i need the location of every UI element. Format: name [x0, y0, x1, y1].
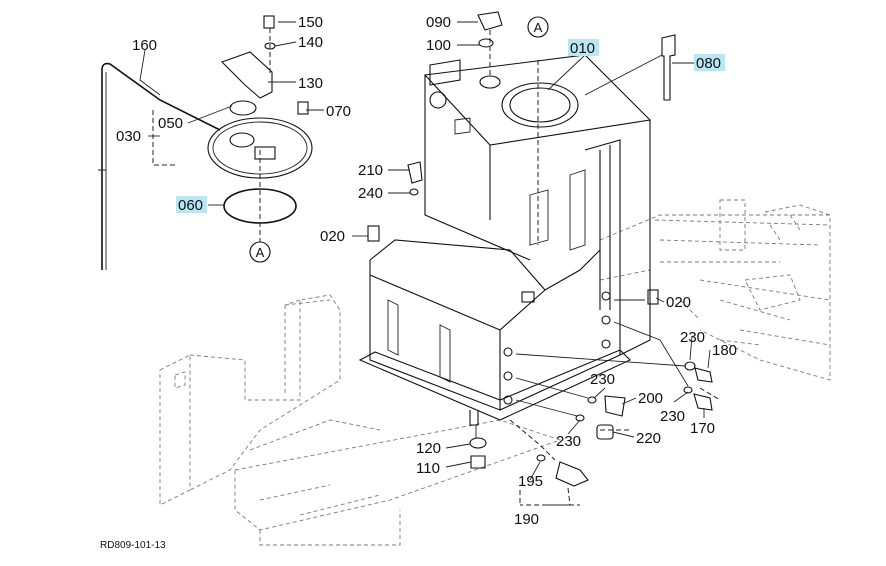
part-label-050[interactable]: 050 — [158, 115, 183, 132]
highlight-010 — [568, 39, 599, 56]
part-label-180[interactable]: 180 — [712, 342, 737, 359]
ref-marker-left: A — [249, 241, 271, 263]
part-label-020-upper[interactable]: 020 — [320, 228, 345, 245]
part-label-100[interactable]: 100 — [426, 37, 451, 54]
hydraulic-tank — [358, 54, 652, 426]
part-label-130[interactable]: 130 — [298, 75, 323, 92]
highlight-060 — [176, 196, 207, 213]
filler-cap-parts — [477, 11, 539, 245]
callout-leaders — [139, 21, 711, 506]
part-label-195[interactable]: 195 — [518, 473, 543, 490]
tank-cover-assembly — [98, 15, 313, 270]
part-label-240[interactable]: 240 — [358, 185, 383, 202]
part-label-010[interactable]: 010 — [570, 40, 595, 57]
level-gauge — [584, 34, 676, 101]
frame-right-background — [599, 199, 831, 381]
ref-marker-left-label: A — [256, 245, 265, 260]
part-label-090[interactable]: 090 — [426, 14, 451, 31]
part-label-150[interactable]: 150 — [298, 14, 323, 31]
part-label-230-b[interactable]: 230 — [590, 371, 615, 388]
part-label-060[interactable]: 060 — [178, 197, 203, 214]
part-label-110[interactable]: 110 — [416, 460, 440, 477]
part-label-220[interactable]: 220 — [636, 430, 661, 447]
part-label-120[interactable]: 120 — [416, 440, 441, 457]
part-labels: 150 140 130 070 160 050 030 060 090 100 … — [116, 14, 737, 528]
ref-marker-top-label: A — [534, 20, 543, 35]
ref-marker-top: A — [527, 16, 549, 38]
part-label-140[interactable]: 140 — [298, 34, 323, 51]
drawing-number: RD809-101-13 — [100, 540, 166, 551]
part-label-030[interactable]: 030 — [116, 128, 141, 145]
part-label-230-c[interactable]: 230 — [660, 408, 685, 425]
highlight-080 — [694, 54, 725, 71]
part-label-230-d[interactable]: 230 — [556, 433, 581, 450]
part-label-070[interactable]: 070 — [326, 103, 351, 120]
part-label-080[interactable]: 080 — [696, 55, 721, 72]
part-label-230-a[interactable]: 230 — [680, 329, 705, 346]
part-label-020-right[interactable]: 020 — [666, 294, 691, 311]
part-label-200[interactable]: 200 — [638, 390, 663, 407]
part-label-190[interactable]: 190 — [514, 511, 539, 528]
part-label-210[interactable]: 210 — [358, 162, 383, 179]
part-label-170[interactable]: 170 — [690, 420, 715, 437]
part-label-160[interactable]: 160 — [132, 37, 157, 54]
